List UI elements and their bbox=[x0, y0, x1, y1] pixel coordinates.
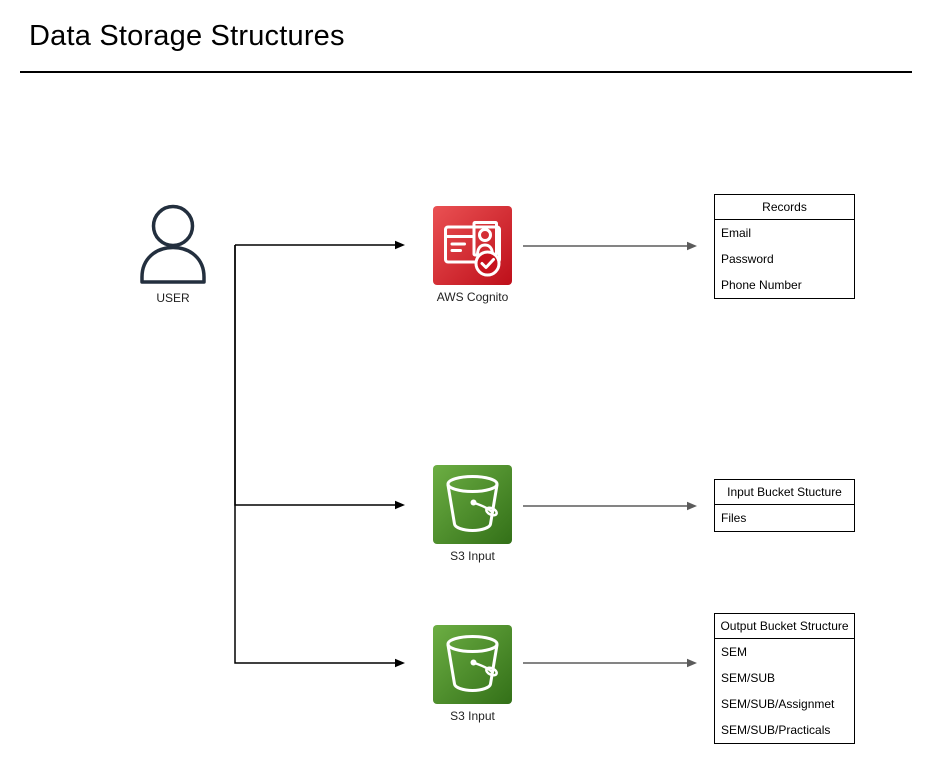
service-connectors bbox=[523, 245, 688, 664]
table-row: SEM/SUB/Practicals bbox=[721, 723, 831, 737]
arrowhead-icon bbox=[687, 658, 697, 668]
arrow-user-to-s3-input bbox=[234, 245, 396, 506]
records-table: Records Email Password Phone Number bbox=[714, 194, 855, 299]
input-bucket-table-header: Input Bucket Stucture bbox=[715, 480, 854, 505]
table-row: Phone Number bbox=[721, 278, 802, 292]
output-bucket-table: Output Bucket Structure SEM SEM/SUB SEM/… bbox=[714, 613, 855, 744]
table-row: SEM/SUB bbox=[721, 671, 776, 685]
s3-output-node bbox=[433, 625, 512, 704]
s3-input-node bbox=[433, 465, 512, 544]
id-card-verified-icon bbox=[433, 206, 512, 285]
user-connector-arrowheads bbox=[395, 240, 405, 668]
table-row: Password bbox=[721, 252, 774, 266]
bucket-icon bbox=[433, 465, 512, 544]
arrow-user-to-s3-output bbox=[234, 245, 396, 664]
title-divider bbox=[20, 71, 912, 73]
arrowhead-icon bbox=[395, 658, 405, 668]
arrowhead-icon bbox=[395, 500, 405, 510]
service-connector-arrowheads bbox=[687, 241, 697, 668]
user-connectors bbox=[234, 244, 396, 664]
s3-output-label: S3 Input bbox=[450, 709, 495, 723]
arrowhead-icon bbox=[687, 241, 697, 251]
input-bucket-table: Input Bucket Stucture Files bbox=[714, 479, 855, 532]
user-label: USER bbox=[156, 291, 190, 305]
table-row: SEM/SUB/Assignmet bbox=[721, 697, 835, 711]
arrowhead-icon bbox=[687, 501, 697, 511]
arrowhead-icon bbox=[395, 240, 405, 250]
records-table-header: Records bbox=[715, 195, 854, 220]
table-row: Email bbox=[721, 226, 752, 240]
page-title: Data Storage Structures bbox=[29, 20, 345, 52]
bucket-icon bbox=[433, 625, 512, 704]
table-row: Files bbox=[721, 511, 747, 525]
person-icon bbox=[140, 204, 206, 284]
cognito-label: AWS Cognito bbox=[436, 290, 509, 304]
output-bucket-table-header: Output Bucket Structure bbox=[715, 614, 854, 639]
user-node bbox=[137, 203, 209, 287]
table-row: SEM bbox=[721, 645, 748, 659]
cognito-node bbox=[433, 206, 512, 285]
s3-input-label: S3 Input bbox=[450, 549, 495, 563]
